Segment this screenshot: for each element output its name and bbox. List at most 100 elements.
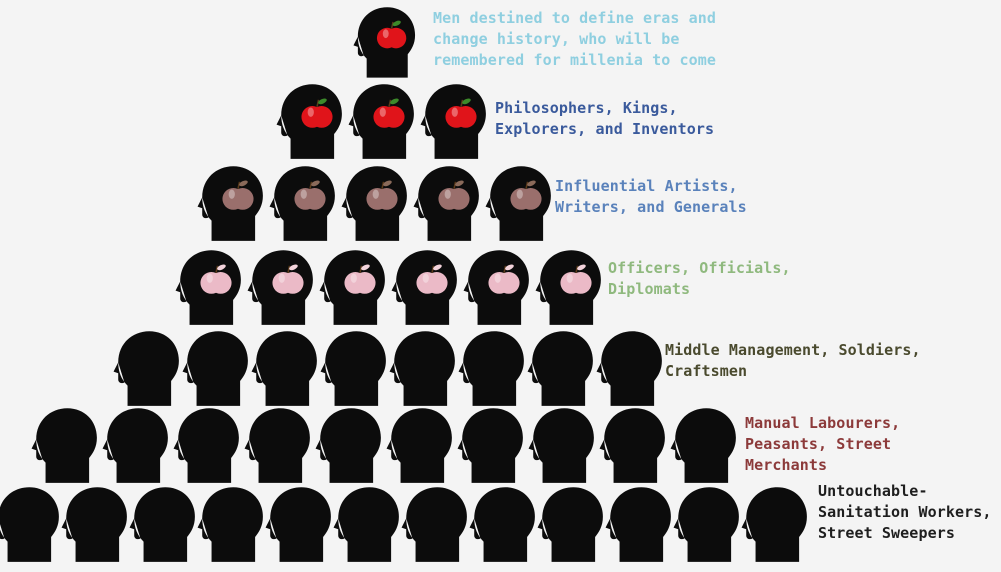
apple-icon	[376, 20, 407, 49]
head-silhouette	[605, 487, 671, 562]
head-silhouette	[0, 487, 59, 562]
head-silhouette	[535, 250, 601, 325]
head-5-7	[526, 328, 596, 406]
head-shape	[741, 487, 807, 562]
head-silhouette	[386, 408, 452, 483]
head-silhouette	[673, 487, 739, 562]
head-6-7	[456, 405, 526, 483]
head-silhouette	[175, 250, 241, 325]
tier-row	[0, 80, 1001, 160]
head-silhouette	[420, 84, 486, 159]
head-shape	[251, 331, 317, 406]
head-silhouette	[197, 487, 263, 562]
head-silhouette	[244, 408, 310, 483]
head-5-3	[250, 328, 320, 406]
head-shape	[244, 408, 310, 483]
head-4-2	[246, 245, 316, 327]
head-7-10	[604, 484, 674, 562]
head-silhouette	[315, 408, 381, 483]
head-silhouette	[197, 166, 263, 241]
head-2-2	[347, 80, 417, 160]
apple-icon	[272, 264, 304, 294]
head-7-7	[400, 484, 470, 562]
apple-icon	[200, 264, 232, 294]
head-silhouette	[320, 331, 386, 406]
head-silhouette	[333, 487, 399, 562]
head-silhouette	[31, 408, 97, 483]
head-silhouette	[463, 250, 529, 325]
head-shape	[457, 408, 523, 483]
head-7-9	[536, 484, 606, 562]
apple-icon	[438, 180, 470, 210]
head-silhouette	[528, 408, 594, 483]
head-silhouette	[469, 487, 535, 562]
head-shape	[333, 487, 399, 562]
head-4-4	[390, 245, 460, 327]
head-3-4	[412, 162, 482, 242]
tier-label: Influential Artists, Writers, and Genera…	[555, 177, 747, 216]
head-3-5	[484, 162, 554, 242]
head-7-2	[60, 484, 130, 562]
apple-icon	[366, 180, 398, 210]
head-silhouette	[401, 487, 467, 562]
tier-label: Philosophers, Kings, Explorers, and Inve…	[495, 99, 715, 138]
head-silhouette	[391, 250, 457, 325]
apple-icon	[301, 98, 333, 128]
head-6-5	[314, 405, 384, 483]
head-7-8	[468, 484, 538, 562]
head-silhouette	[413, 166, 479, 241]
head-silhouette	[269, 166, 335, 241]
head-shape	[61, 487, 127, 562]
head-silhouette	[276, 84, 342, 159]
head-shape	[182, 331, 248, 406]
apple-icon	[294, 180, 326, 210]
tier-label: Manual Labourers, Peasants, Street Merch…	[745, 414, 901, 474]
head-silhouette	[341, 166, 407, 241]
head-shape	[113, 331, 179, 406]
tier-label: Middle Management, Soldiers, Craftsmen	[665, 341, 921, 380]
head-shape	[401, 487, 467, 562]
head-7-3	[128, 484, 198, 562]
apple-icon	[373, 98, 405, 128]
head-silhouette	[670, 408, 736, 483]
head-5-8	[595, 328, 665, 406]
head-7-11	[672, 484, 742, 562]
head-silhouette	[182, 331, 248, 406]
head-3-1	[196, 162, 266, 242]
head-shape	[673, 487, 739, 562]
head-shape	[197, 487, 263, 562]
head-shape	[605, 487, 671, 562]
head-4-5	[462, 245, 532, 327]
head-silhouette	[319, 250, 385, 325]
head-3-3	[340, 162, 410, 242]
head-shape	[386, 408, 452, 483]
head-shape	[315, 408, 381, 483]
head-4-3	[318, 245, 388, 327]
head-shape	[173, 408, 239, 483]
head-silhouette	[527, 331, 593, 406]
head-silhouette	[537, 487, 603, 562]
head-silhouette	[173, 408, 239, 483]
head-5-1	[112, 328, 182, 406]
head-shape	[670, 408, 736, 483]
head-shape	[458, 331, 524, 406]
head-silhouette	[389, 331, 455, 406]
apple-icon	[445, 98, 477, 128]
head-silhouette	[348, 84, 414, 159]
apple-icon	[416, 264, 448, 294]
head-shape	[0, 487, 59, 562]
head-7-4	[196, 484, 266, 562]
tier-row	[0, 245, 1001, 327]
tier-label: Men destined to define eras and change h…	[433, 9, 717, 69]
head-shape	[527, 331, 593, 406]
head-3-2	[268, 162, 338, 242]
head-silhouette	[102, 408, 168, 483]
head-6-1	[30, 405, 100, 483]
head-silhouette	[129, 487, 195, 562]
head-4-6	[534, 245, 604, 327]
head-6-3	[172, 405, 242, 483]
tier-row	[0, 328, 1001, 406]
head-6-10	[669, 405, 739, 483]
head-silhouette	[265, 487, 331, 562]
